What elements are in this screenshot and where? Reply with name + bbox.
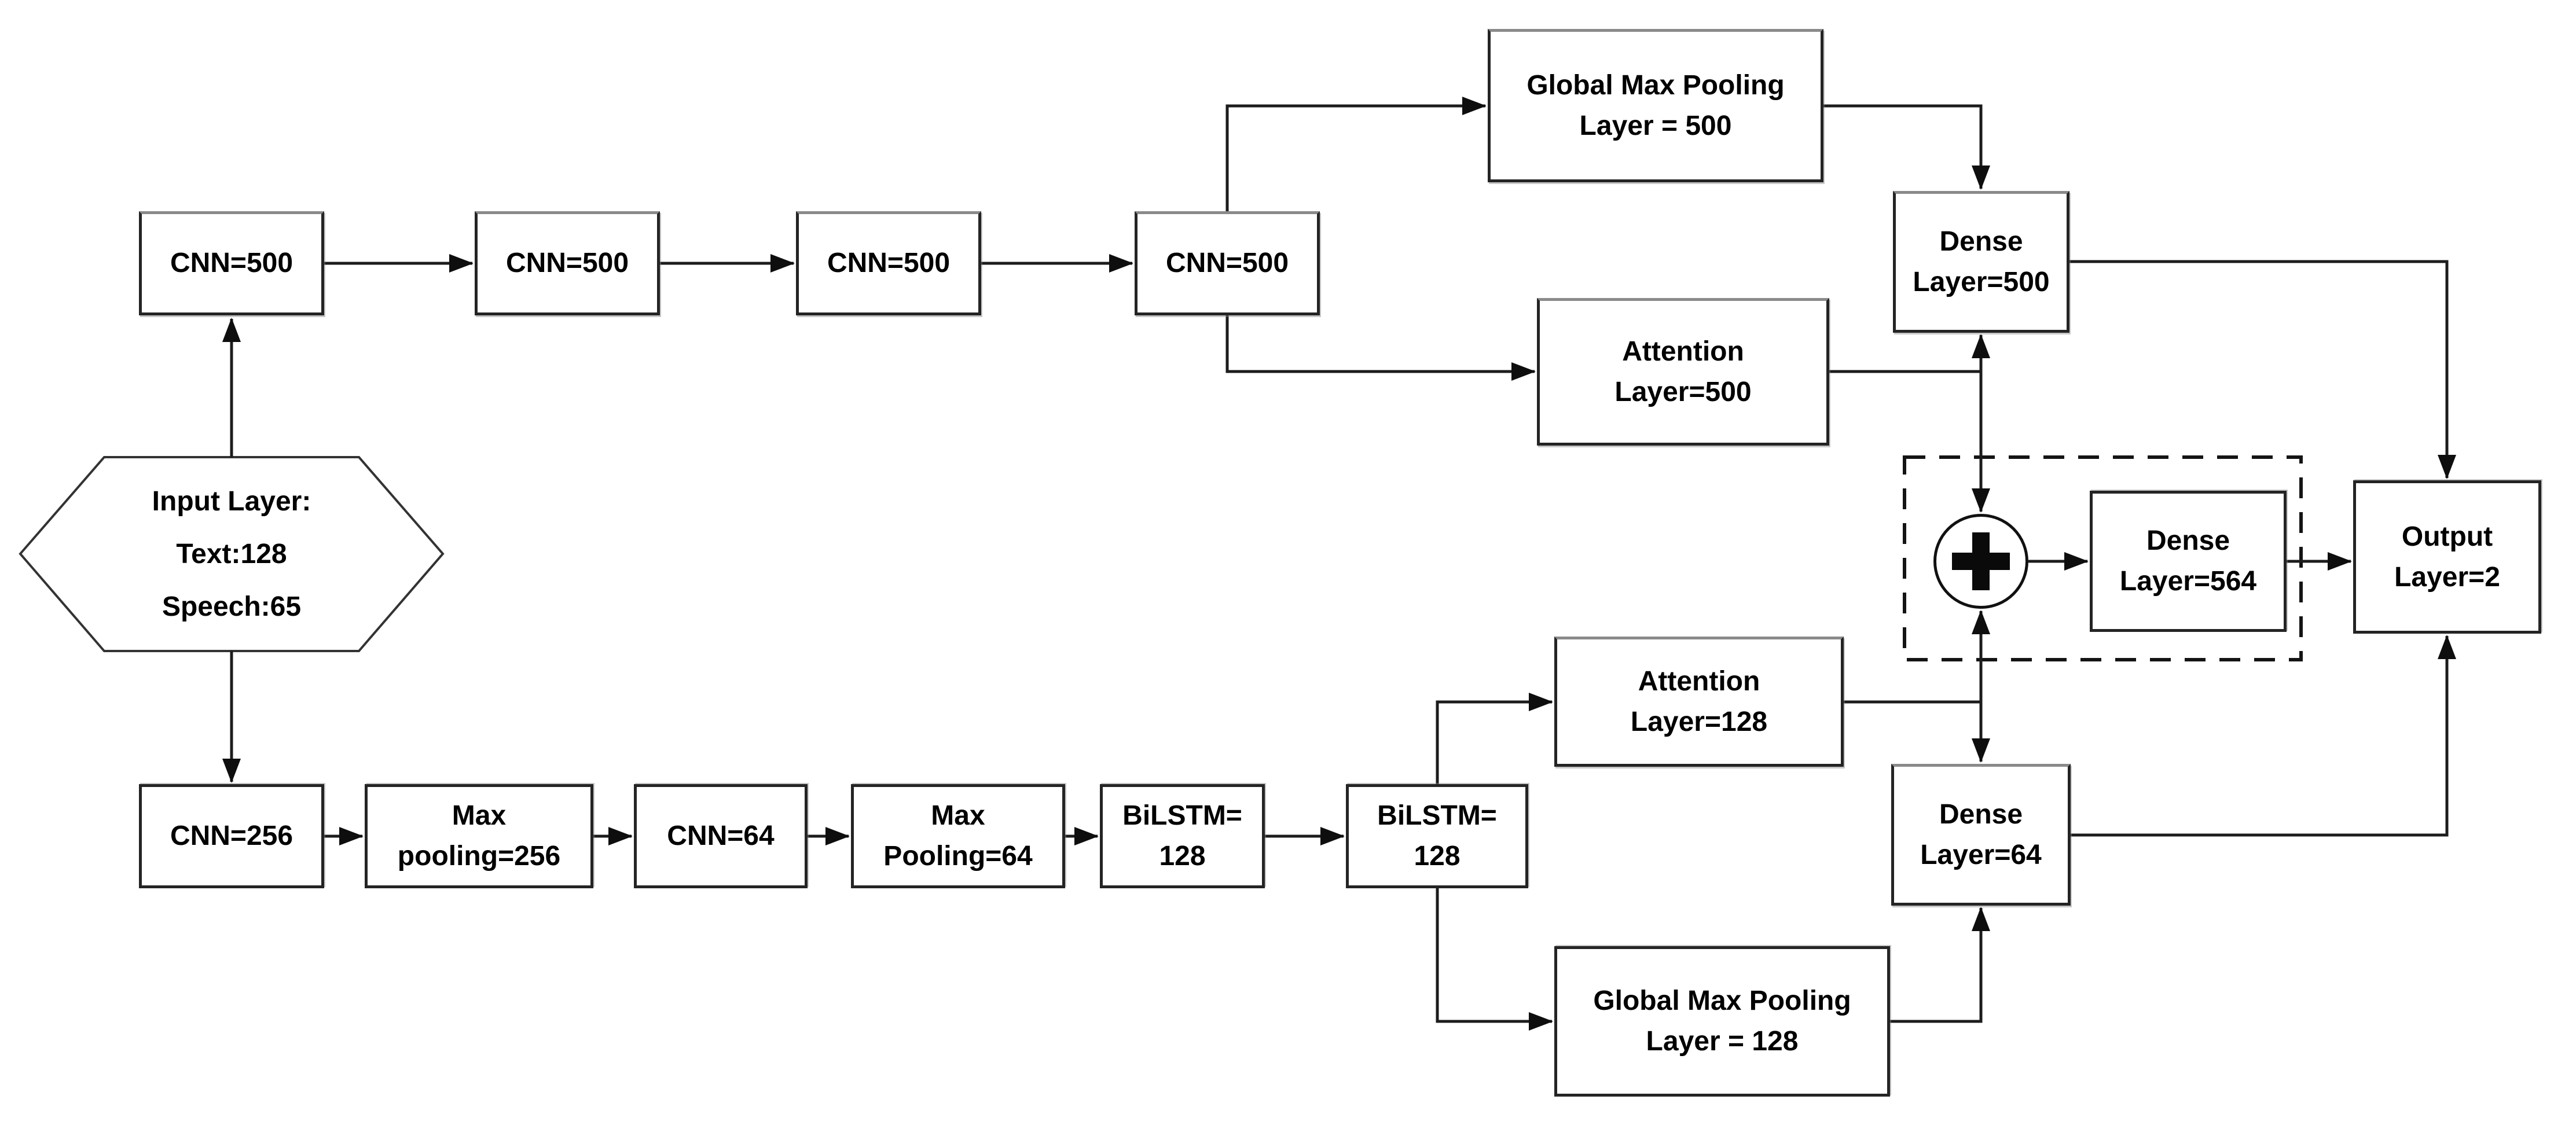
node-cnn500-2: CNN=500 — [475, 211, 660, 315]
node-global-max-pooling-128: Global Max Pooling Layer = 128 — [1554, 946, 1890, 1097]
node-cnn256: CNN=256 — [139, 784, 324, 888]
edge-attn128-sum — [1844, 610, 1990, 704]
node-dense-64: Dense Layer=64 — [1891, 764, 2071, 906]
node-input-layer: Input Layer: Text:128 Speech:65 — [152, 486, 311, 623]
node-bilstm-2: BiLSTM= 128 — [1346, 784, 1528, 888]
input-hexagon-shape — [19, 456, 445, 652]
edge-dense500-output — [2069, 260, 2456, 479]
sum-node — [1933, 514, 2028, 609]
edge-dense64-output — [2071, 635, 2456, 837]
node-cnn500-1: CNN=500 — [139, 211, 324, 315]
plus-icon — [1972, 532, 1990, 590]
edge-gmp500-dense500 — [1823, 104, 1990, 190]
fusion-group-outline — [1903, 455, 2303, 661]
edge-bilstm2-gmp128 — [1436, 888, 1553, 1031]
node-max-pooling-256: Max pooling=256 — [365, 784, 593, 888]
edge-cnn500-4-attn500 — [1225, 315, 1536, 381]
node-cnn500-4: CNN=500 — [1135, 211, 1320, 315]
node-global-max-pooling-500: Global Max Pooling Layer = 500 — [1488, 29, 1823, 182]
node-attention-500: Attention Layer=500 — [1537, 298, 1829, 446]
node-attention-128: Attention Layer=128 — [1554, 637, 1844, 767]
node-bilstm-1: BiLSTM= 128 — [1100, 784, 1265, 888]
node-dense-500: Dense Layer=500 — [1893, 191, 2069, 333]
node-cnn500-3: CNN=500 — [796, 211, 981, 315]
node-output-layer: Output Layer=2 — [2353, 480, 2541, 634]
edge-bilstm2-attn128 — [1436, 693, 1553, 784]
edge-attn500-dense500 — [1829, 334, 1990, 373]
edge-gmp128-dense64 — [1890, 907, 1990, 1023]
node-max-pooling-64: Max Pooling=64 — [851, 784, 1065, 888]
node-cnn64: CNN=64 — [634, 784, 808, 888]
node-dense-564: Dense Layer=564 — [2090, 491, 2287, 632]
edge-cnn500-4-gmp500 — [1225, 97, 1487, 211]
